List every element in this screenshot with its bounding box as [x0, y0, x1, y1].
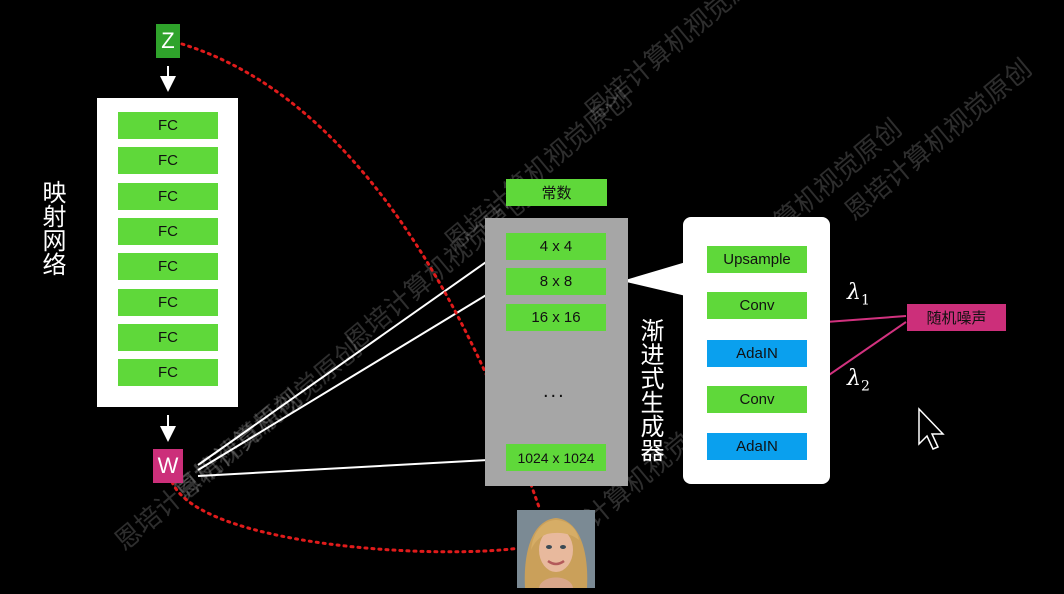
resolution-16x16: 16 x 16 — [506, 304, 606, 331]
face-portrait-icon — [517, 510, 595, 588]
style-w-label: W — [157, 453, 179, 478]
fc-layer: FC — [118, 253, 218, 280]
generated-face-image — [517, 510, 595, 588]
fc-layer: FC — [118, 324, 218, 351]
fc-layer: FC — [118, 218, 218, 245]
mouse-cursor-icon — [918, 407, 945, 450]
fc-layer: FC — [118, 112, 218, 139]
resolution-8x8: 8 x 8 — [506, 268, 606, 295]
adain-block-1: AdaIN — [707, 340, 807, 367]
conv-block-1: Conv — [707, 292, 807, 319]
fc-layer: FC — [118, 359, 218, 386]
lambda-2-label: λ2 — [847, 366, 870, 395]
progressive-generator-title: 渐进式生成器 — [636, 318, 664, 462]
upsample-block: Upsample — [707, 246, 807, 273]
fc-layer: FC — [118, 289, 218, 316]
callout-pointer — [622, 262, 686, 296]
style-w-box: W — [153, 449, 183, 483]
w-to-8x8-arrow — [197, 281, 508, 471]
latent-z-label: Z — [161, 28, 175, 53]
constant-box: 常数 — [506, 179, 607, 206]
random-noise-box: 随机噪声 — [907, 304, 1006, 331]
lambda-1-label: λ1 — [847, 280, 870, 309]
resolution-1024x1024: 1024 x 1024 — [506, 444, 606, 471]
conv-block-2: Conv — [707, 386, 807, 413]
fc-layer: FC — [118, 147, 218, 174]
resolution-4x4: 4 x 4 — [506, 233, 606, 260]
mapping-network-title: 映射网络 — [38, 180, 66, 276]
dotted-w-to-face — [170, 480, 522, 554]
w-to-1024-arrow — [197, 451, 508, 477]
w-to-4x4-arrow — [197, 246, 508, 466]
synthesis-block-panel: Upsample Conv AdaIN Conv AdaIN — [683, 217, 830, 484]
fc-layer: FC — [118, 183, 218, 210]
adain-block-2: AdaIN — [707, 433, 807, 460]
ellipsis: ... — [543, 380, 566, 402]
latent-z-box: Z — [156, 24, 180, 58]
mapping-network-panel: FC FC FC FC FC FC FC FC — [97, 98, 238, 407]
progressive-generator-panel: 4 x 4 8 x 8 16 x 16 ... 1024 x 1024 — [485, 218, 628, 486]
